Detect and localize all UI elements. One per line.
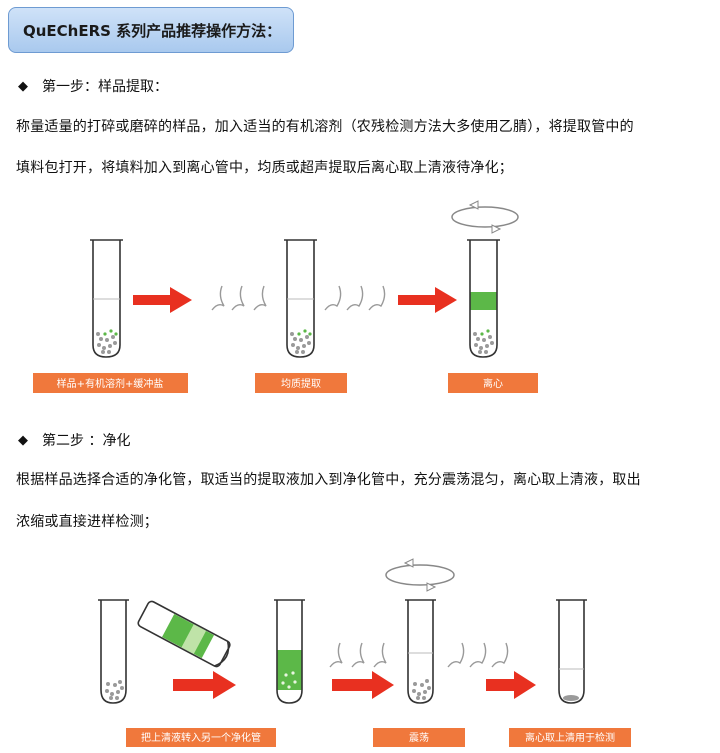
step2-heading-text: 第二步 ：净化 <box>42 433 131 449</box>
step1-label-3: 离心 <box>483 377 503 390</box>
diamond-bullet-icon: ◆ <box>18 432 28 448</box>
step1-line1: 称量适量的打碎或磨碎的样品，加入适当的有机溶剂（农残检测方法大多使用乙腈），将提… <box>16 119 634 135</box>
page-title: QuEChERS 系列产品推荐操作方法： <box>8 7 294 53</box>
arrow-right-icon <box>133 287 192 313</box>
step2-diagram: 把上清液转入另一个净化管 震荡 离心取上清用于检测 <box>98 558 631 747</box>
step2-line1: 根据样品选择合适的净化管，取适当的提取液加入到净化管中，充分震荡混匀，离心取上清… <box>16 472 641 488</box>
shaken-tube <box>405 599 436 704</box>
step1-line2: 填料包打开，将填料加入到离心管中，均质或超声提取后离心取上清液待净化； <box>16 160 513 176</box>
step1-diagram: 样品+有机溶剂+缓冲盐 均质提取 离心 <box>33 200 538 393</box>
arrow-right-icon <box>398 287 457 313</box>
arrow-right-icon <box>173 671 236 699</box>
step1-heading-text: 第一步：样品提取： <box>42 79 168 95</box>
sample-tube-3 <box>467 239 500 358</box>
sample-tube-2 <box>284 239 317 358</box>
rotation-icon <box>451 200 519 234</box>
pouring-tube <box>137 600 231 668</box>
diamond-bullet-icon: ◆ <box>18 78 28 94</box>
arrow-right-icon <box>486 671 536 699</box>
vibration-lines-icon <box>329 642 509 668</box>
arrow-right-icon <box>332 671 394 699</box>
step2-label-2: 震荡 <box>409 732 429 744</box>
step1-label-1: 样品+有机溶剂+缓冲盐 <box>57 377 164 390</box>
supernatant-tube <box>556 599 587 704</box>
step1-heading: ◆ 第一步：样品提取： <box>18 76 168 96</box>
cleanup-tube <box>274 599 305 704</box>
step2-heading: ◆ 第二步 ：净化 <box>18 430 130 450</box>
vibration-lines-icon <box>211 285 386 311</box>
step1-label-2: 均质提取 <box>281 378 321 390</box>
step2-label-1: 把上清液转入另一个净化管 <box>141 731 261 744</box>
sample-tube-1 <box>90 239 123 358</box>
step2-line2: 浓缩或直接进样检测； <box>16 514 158 530</box>
extract-tube <box>98 599 129 704</box>
rotation-icon <box>385 558 455 592</box>
step2-label-3: 离心取上清用于检测 <box>525 731 615 744</box>
